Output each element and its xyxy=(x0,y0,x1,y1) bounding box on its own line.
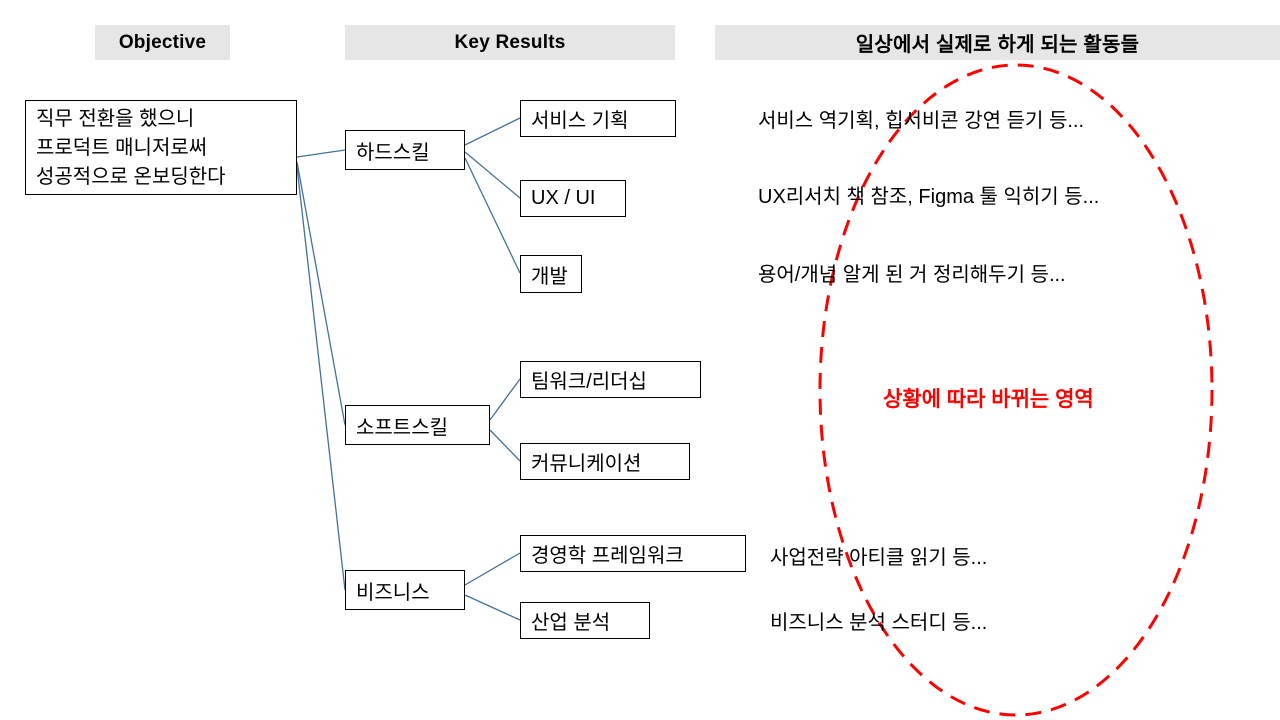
kr-item-ux-ui: UX / UI xyxy=(520,180,626,217)
highlight-ellipse xyxy=(818,63,1214,717)
column-header-objective: Objective xyxy=(95,25,230,60)
kr-item-service-planning: 서비스 기획 xyxy=(520,100,676,137)
kr-category-business: 비즈니스 xyxy=(345,570,465,610)
annotation-label: 상황에 따라 바뀌는 영역 xyxy=(883,388,1094,411)
objective-line: 성공적으로 온보딩한다 xyxy=(36,166,226,188)
kr-item-development: 개발 xyxy=(520,255,582,293)
activity-item: 사업전략 아티클 읽기 등... xyxy=(770,547,988,569)
kr-item-management-framework: 경영학 프레임워크 xyxy=(520,535,746,572)
connector-lines xyxy=(296,117,521,621)
objective-box: 직무 전환을 했으니 프로덕트 매니저로써 성공적으로 온보딩한다 xyxy=(25,100,297,195)
column-header-key-results: Key Results xyxy=(345,25,675,60)
column-header-activities: 일상에서 실제로 하게 되는 활동들 xyxy=(715,25,1280,60)
objective-line: 프로덕트 매니저로써 xyxy=(36,137,208,159)
kr-item-industry-analysis: 산업 분석 xyxy=(520,602,650,639)
kr-category-soft-skill: 소프트스킬 xyxy=(345,405,490,445)
activity-item: 용어/개념 알게 된 거 정리해두기 등... xyxy=(758,264,1066,286)
activity-item: 서비스 역기획, 힙서비콘 강연 듣기 등... xyxy=(758,110,1085,132)
activity-item: 비즈니스 분석 스터디 등... xyxy=(770,612,988,634)
activity-item: UX리서치 책 참조, Figma 툴 익히기 등... xyxy=(758,186,1100,208)
kr-category-hard-skill: 하드스킬 xyxy=(345,130,465,170)
kr-item-teamwork-leadership: 팀워크/리더십 xyxy=(520,361,701,398)
objective-line: 직무 전환을 했으니 xyxy=(36,108,195,130)
kr-item-communication: 커뮤니케이션 xyxy=(520,443,690,480)
